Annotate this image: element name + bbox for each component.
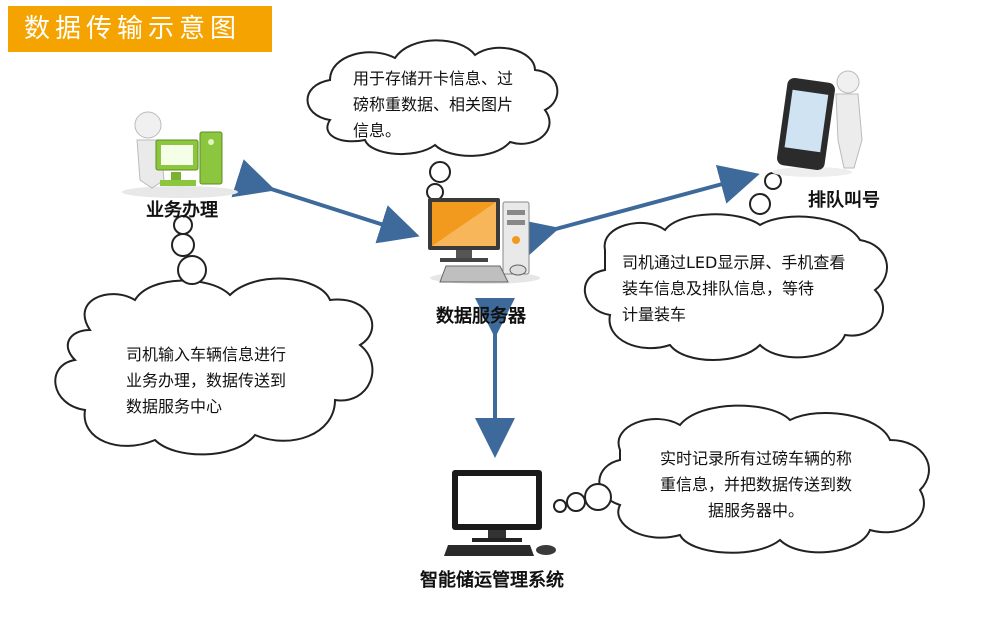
connector-business-server [231,159,420,244]
business-computer-icon [122,111,238,198]
cloud-line: 司机通过LED显示屏、手机查看 [622,253,846,272]
cloud-text-storage: 实时记录所有过磅车辆的称 重信息，并把数据传送到数 据服务器中。 [660,446,852,524]
cloud-line: 磅称重数据、相关图片 [353,95,514,114]
cloud-server-note [306,39,559,201]
node-label-storage: 智能储运管理系统 [420,570,564,591]
node-label-queue: 排队叫号 [808,190,880,211]
cloud-line: 数据服务中心 [126,397,223,416]
cloud-text-business: 司机输入车辆信息进行 业务办理，数据传送到 数据服务中心 [126,342,286,420]
diagram-title: 数据传输示意图 [8,6,272,52]
cloud-text-server: 用于存储开卡信息、过 磅称重数据、相关图片 信息。 [353,66,513,144]
cloud-line: 重信息，并把数据传送到数 [660,475,853,494]
cloud-line: 计量装车 [622,305,687,324]
phone-icon [772,70,863,177]
storage-computer-icon [444,470,556,556]
server-computer-icon [428,198,540,284]
connector-server-queue [515,165,760,258]
cloud-business-note [54,215,374,456]
cloud-line: 实时记录所有过磅车辆的称 [660,449,853,468]
cloud-queue-note [584,172,888,361]
cloud-line: 装车信息及排队信息，等待 [622,279,815,298]
cloud-line: 用于存储开卡信息、过 [353,69,514,88]
cloud-line: 信息。 [353,121,402,140]
cloud-line: 司机输入车辆信息进行 [126,345,287,364]
cloud-storage-note [553,404,930,554]
node-label-server: 数据服务器 [436,306,526,327]
cloud-text-queue: 司机通过LED显示屏、手机查看 装车信息及排队信息，等待 计量装车 [622,250,845,328]
cloud-line: 业务办理，数据传送到 [126,371,287,390]
cloud-line: 据服务器中。 [708,501,805,520]
node-label-business: 业务办理 [146,200,218,221]
